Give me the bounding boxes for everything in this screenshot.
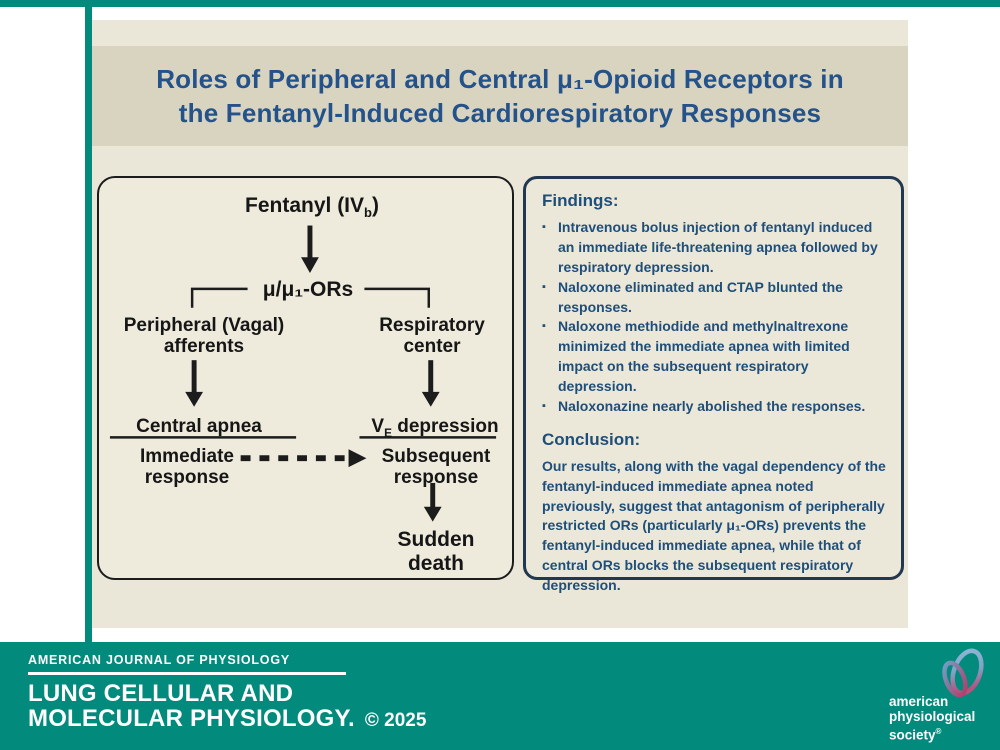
registered-mark: ® (935, 727, 942, 736)
aps-name-line2: physiological (889, 709, 976, 724)
finding-item: ▪ Intravenous bolus injection of fentany… (542, 218, 887, 278)
finding-item: ▪ Naloxone methiodide and methylnaltrexo… (542, 317, 887, 397)
node-central-apnea: Central apnea (136, 416, 262, 437)
finding-item: ▪ Naloxonazine nearly abolished the resp… (542, 397, 887, 417)
node-ve-subscript: E (384, 426, 392, 440)
conclusion-heading: Conclusion: (542, 429, 641, 449)
aps-ribbon-loop-icon (942, 648, 984, 698)
node-immediate-line1: Immediate (140, 446, 234, 467)
page-title-line1: Roles of Peripheral and Central μ₁-Opioi… (156, 64, 844, 94)
square-bullet-icon: ▪ (542, 221, 546, 233)
node-immediate-line2: response (144, 467, 230, 488)
journal-title-block: AMERICAN JOURNAL OF PHYSIOLOGY LUNG CELL… (28, 653, 426, 732)
finding-text: Intravenous bolus injection of fentanyl … (558, 219, 878, 275)
node-mu-ors: μ/μ₁-ORs (262, 278, 354, 301)
journal-series-label: AMERICAN JOURNAL OF PHYSIOLOGY (28, 653, 290, 667)
flowchart-panel: Fentanyl (IVb) μ/μ₁-ORs Peripheral (Vaga… (97, 176, 514, 580)
journal-footer: AMERICAN JOURNAL OF PHYSIOLOGY LUNG CELL… (0, 642, 1000, 750)
aps-logo-block: american physiological society® (882, 642, 1000, 750)
aps-name: american physiological society® (889, 694, 975, 743)
node-peripheral-line2: afferents (163, 336, 245, 357)
bracket-left-line (190, 287, 248, 308)
square-bullet-icon: ▪ (542, 320, 546, 333)
flowchart-arrows (109, 225, 497, 522)
node-subsequent-line1: Subsequent (381, 446, 491, 467)
journal-name-line1: LUNG CELLULAR AND (28, 680, 294, 707)
title-band: Roles of Peripheral and Central μ₁-Opioi… (92, 46, 908, 146)
node-ve-v: V (371, 416, 385, 437)
aps-name-line3: society® (889, 724, 975, 743)
finding-text: Naloxone methiodide and methylnaltrexone… (558, 318, 850, 394)
node-respiratory-line1: Respiratory (379, 315, 485, 336)
node-fentanyl-subscript: b (364, 205, 372, 221)
node-fentanyl-text-end: ) (371, 194, 379, 217)
arrow-down-icon (301, 225, 319, 274)
node-fentanyl-text: Fentanyl (IV (245, 194, 365, 217)
left-teal-bar (85, 7, 92, 643)
arrow-down-icon (185, 360, 204, 407)
finding-text: Naloxone eliminated and CTAP blunted the… (558, 278, 843, 315)
journal-name-line2: MOLECULAR PHYSIOLOGY. (28, 705, 355, 732)
findings-panel: Findings: ▪ Intravenous bolus injection … (523, 176, 904, 593)
bracket-right-line (364, 287, 431, 308)
aps-name-line1: american (889, 694, 949, 709)
node-ve-depression: VE depression (371, 416, 498, 444)
node-peripheral-line1: Peripheral (Vagal) (123, 315, 285, 336)
page-title-line2: the Fentanyl-Induced Cardiorespiratory R… (178, 98, 822, 128)
footer-divider-rule (28, 672, 346, 675)
node-respiratory-line2: center (403, 336, 461, 357)
square-bullet-icon: ▪ (542, 399, 546, 412)
dashed-arrow-right-icon (240, 449, 367, 468)
node-subsequent-response: Subsequent response (382, 446, 491, 488)
findings-heading: Findings: (542, 191, 619, 210)
node-peripheral-afferents: Peripheral (Vagal) afferents (124, 315, 285, 357)
node-respiratory-center: Respiratory center (379, 315, 485, 357)
arrow-down-icon (423, 482, 442, 522)
node-sudden-line1: Sudden (397, 528, 475, 551)
conclusion-text: Our results, along with the vagal depend… (542, 457, 886, 593)
finding-text: Naloxonazine nearly abolished the respon… (558, 397, 866, 414)
finding-item: ▪ Naloxone eliminated and CTAP blunted t… (542, 278, 887, 318)
node-immediate-response: Immediate response (140, 446, 234, 488)
node-ve-text: depression (391, 416, 499, 437)
node-sudden-line2: death (407, 552, 464, 575)
top-teal-bar (0, 0, 1000, 7)
copyright-label: © 2025 (364, 710, 427, 731)
arrow-down-icon (421, 360, 440, 407)
node-fentanyl: Fentanyl (IVb) (245, 194, 379, 225)
square-bullet-icon: ▪ (542, 280, 546, 293)
node-subsequent-line2: response (393, 467, 479, 488)
node-sudden-death: Sudden death (398, 528, 475, 576)
aps-name-society: society (889, 727, 936, 743)
content-area: Roles of Peripheral and Central μ₁-Opioi… (92, 20, 908, 628)
